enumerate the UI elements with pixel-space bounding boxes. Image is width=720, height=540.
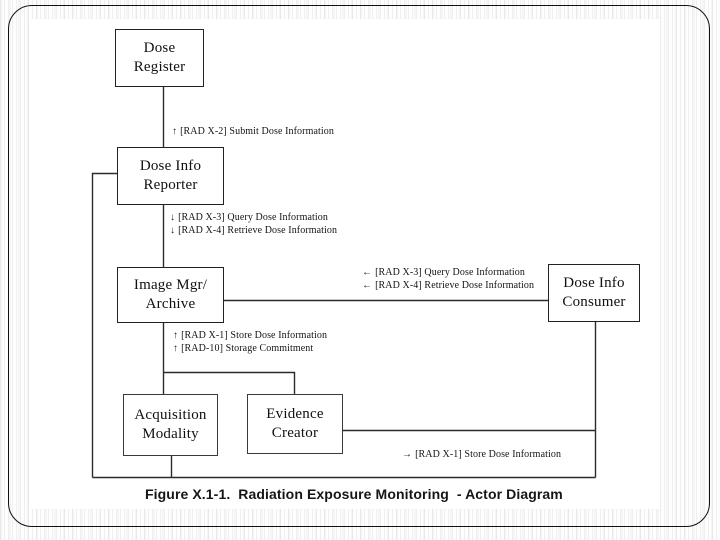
left-arrow-icon: ← [362,267,373,278]
up-arrow-icon: ↑ [173,330,179,341]
label-text: [RAD X-3] Query Dose Information [375,267,525,278]
label-text: [RAD X-3] Query Dose Information [178,212,328,223]
actor-box-image-mgr-archive: Image Mgr/ Archive [117,267,224,323]
down-arrow-icon: ↓ [170,225,176,236]
actor-box-dose-info-reporter: Dose Info Reporter [117,147,224,205]
up-arrow-icon: ↑ [173,343,179,354]
right-arrow-icon: → [402,449,413,460]
connector-branch-evidencecreator [163,371,296,394]
label-retrieve-dose-information-left: ←[RAD X-4] Retrieve Dose Information [362,280,534,291]
label-query-dose-information-left: ←[RAD X-3] Query Dose Information [362,267,525,278]
label-text: [RAD X-2] Submit Dose Information [180,126,334,137]
actor-box-acquisition-modality: Acquisition Modality [123,394,218,456]
connector-reporter-leftloop [91,172,117,478]
label-text: [RAD X-1] Store Dose Information [181,330,328,341]
label-retrieve-dose-information-down: ↓[RAD X-4] Retrieve Dose Information [170,225,337,236]
left-arrow-icon: ← [362,280,373,291]
label-store-dose-information-right: →[RAD X-1] Store Dose Information [402,449,561,460]
slide-border-frame [8,5,710,527]
label-text: [RAD-10] Storage Commitment [181,343,314,354]
up-arrow-icon: ↑ [172,126,178,137]
actor-box-evidence-creator: Evidence Creator [247,394,343,454]
label-storage-commitment-up: ↑[RAD-10] Storage Commitment [173,343,313,354]
down-arrow-icon: ↓ [170,212,176,223]
figure-caption: Figure X.1-1. Radiation Exposure Monitor… [145,486,563,502]
label-submit-dose-information: ↑[RAD X-2] Submit Dose Information [172,126,334,137]
label-query-dose-information-down: ↓[RAD X-3] Query Dose Information [170,212,328,223]
label-text: [RAD X-1] Store Dose Information [415,449,562,460]
label-store-dose-information-up: ↑[RAD X-1] Store Dose Information [173,330,327,341]
actor-box-dose-register: Dose Register [115,29,204,87]
actor-box-dose-info-consumer: Dose Info Consumer [548,264,640,322]
label-text: [RAD X-4] Retrieve Dose Information [178,225,338,236]
label-text: [RAD X-4] Retrieve Dose Information [375,280,535,291]
